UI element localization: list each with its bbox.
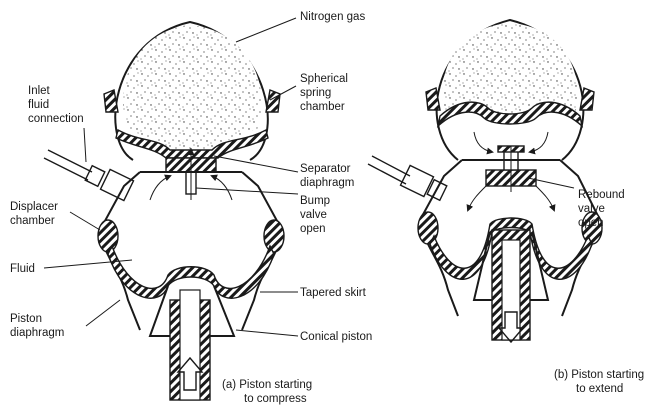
- spring-clamp-b2: [579, 87, 595, 111]
- extend-arrow-icon: [497, 311, 525, 344]
- label-piston-diaphragm: Piston diaphragm: [10, 313, 65, 339]
- label-inlet-fluid-connection: Inlet fluid connection: [28, 85, 84, 125]
- label-separator-diaphragm: Separator diaphragm: [300, 163, 355, 189]
- spring-clamp-a2: [265, 89, 281, 113]
- inlet-fluid-connection-a: [43, 149, 135, 202]
- nitrogen-gas-region-a: [122, 25, 262, 150]
- spring-clamp-b: [425, 87, 441, 111]
- inlet-fluid-connection-b: [367, 155, 448, 202]
- separator-diaphragm-a: [115, 128, 269, 159]
- leader-lines: [43, 17, 575, 337]
- unit-b: [367, 18, 603, 344]
- displacer-bulge-right-a: [263, 219, 285, 253]
- caption-b: (b) Piston starting to extend: [554, 369, 645, 395]
- label-bump-valve-open: Bump valve open: [300, 195, 331, 235]
- label-rebound-valve-open: Rebound valve open: [578, 189, 625, 229]
- piston-diaphragm-b: [429, 217, 593, 280]
- separator-diaphragm-b: [436, 101, 584, 128]
- spring-chamber-shell-a: [114, 20, 269, 161]
- spring-clamp-a: [103, 89, 119, 113]
- caption-a: (a) Piston starting to compress: [222, 379, 313, 405]
- displacer-bulge-left-a: [97, 219, 119, 253]
- label-conical-piston: Conical piston: [300, 331, 373, 343]
- displacer-bulge-left-b: [417, 211, 439, 245]
- label-fluid: Fluid: [10, 263, 35, 275]
- label-displacer-chamber: Displacer chamber: [10, 201, 58, 227]
- label-nitrogen-gas: Nitrogen gas: [300, 11, 366, 23]
- unit-a: [43, 20, 285, 401]
- compress-arrow-icon: [176, 356, 204, 391]
- label-spherical-spring-chamber: Spherical spring chamber: [300, 73, 348, 113]
- spring-chamber-shell-b: [435, 18, 585, 161]
- label-tapered-skirt: Tapered skirt: [300, 287, 366, 299]
- nitrogen-gas-region-b: [442, 23, 578, 118]
